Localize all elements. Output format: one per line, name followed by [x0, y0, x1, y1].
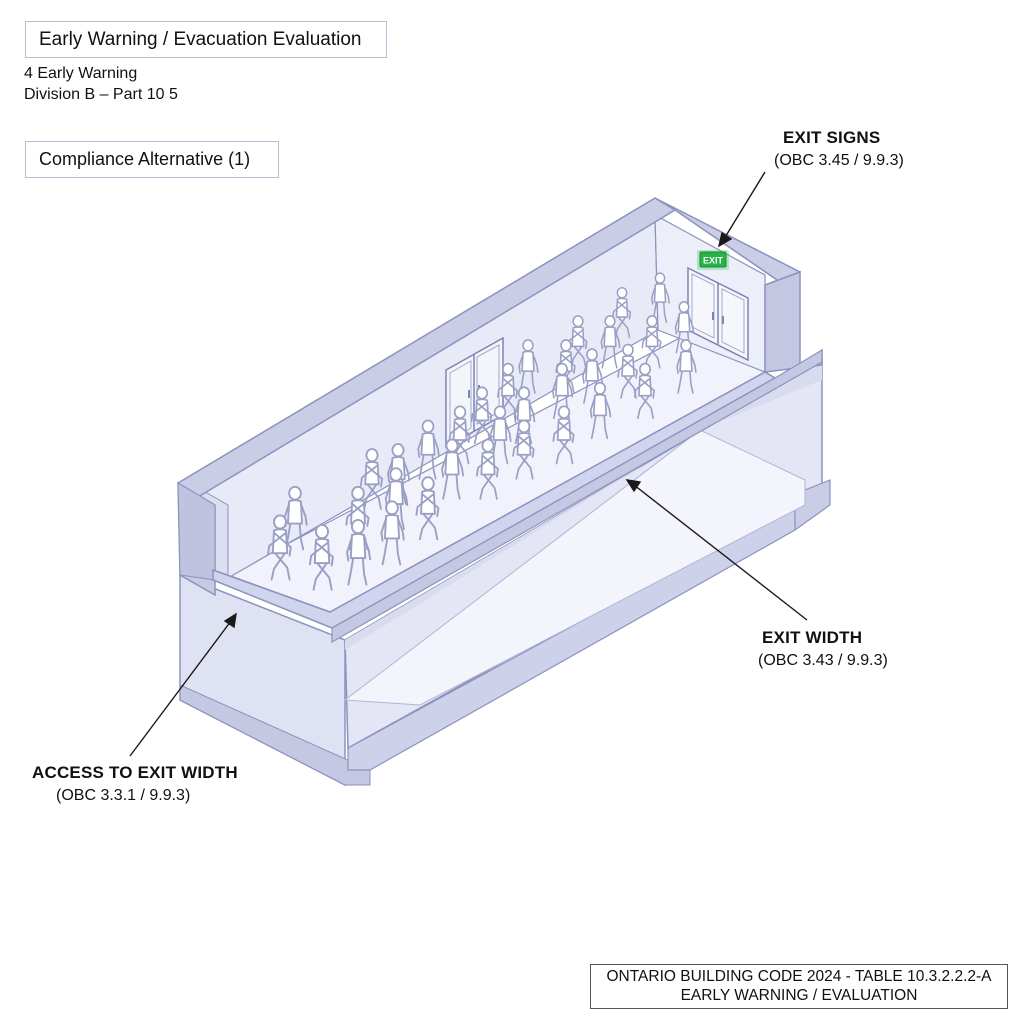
occupant-figure [676, 339, 697, 394]
occupant-figure [512, 419, 535, 480]
occupant-figure [470, 386, 493, 445]
exit-width-callout: EXIT WIDTH (OBC 3.43 / 9.9.3) [758, 628, 888, 670]
compliance-alternative-label: Compliance Alternative (1) [39, 149, 251, 169]
footer-line-2: EARLY WARNING / EVALUATION [680, 987, 918, 1004]
subtitle-line-1: 4 Early Warning [24, 65, 138, 82]
exit-sign-text: EXIT [703, 256, 724, 266]
exit-signs-heading: EXIT SIGNS [783, 128, 881, 147]
occupant-figure [346, 518, 372, 586]
exit-signs-reference: (OBC 3.45 / 9.9.3) [774, 152, 904, 169]
access-to-exit-width-reference: (OBC 3.3.1 / 9.9.3) [56, 787, 191, 804]
underpass-floor [343, 429, 806, 706]
occupant-figure [650, 272, 670, 324]
compliance-alternative-box: Compliance Alternative (1) [25, 141, 279, 178]
exit-width-reference: (OBC 3.43 / 9.9.3) [758, 652, 888, 669]
occupant-figure [641, 315, 662, 369]
exit-width-arrowhead [625, 479, 642, 493]
page-title-box: Early Warning / Evacuation Evaluation [25, 21, 387, 58]
occupant-figure [476, 438, 499, 500]
occupant-figure [617, 343, 638, 399]
occupant-figure [441, 438, 464, 500]
occupant-figure [589, 381, 612, 440]
base-bottom-face [179, 684, 371, 786]
subtitle-line-2: Division B – Part 10 5 [24, 86, 178, 103]
occupant-figure [308, 523, 334, 591]
occupant-figure [380, 500, 405, 566]
occupant-figure [359, 448, 383, 510]
access-to-exit-width-callout: ACCESS TO EXIT WIDTH (OBC 3.3.1 / 9.9.3) [32, 763, 238, 805]
exit-signs-arrowhead [717, 231, 733, 248]
exit-width-leader [633, 484, 808, 621]
occupant-figure [633, 362, 655, 419]
exit-sign: EXIT [697, 250, 729, 270]
footer-line-1: ONTARIO BUILDING CODE 2024 - TABLE 10.3.… [606, 968, 992, 985]
occupant-figure [417, 419, 440, 480]
occupant-figure [415, 476, 440, 541]
occupant-figure [611, 286, 632, 339]
occupants-group [267, 272, 697, 591]
footer-reference-box: ONTARIO BUILDING CODE 2024 - TABLE 10.3.… [590, 964, 1008, 1009]
occupant-figure [600, 315, 621, 369]
page-title: Early Warning / Evacuation Evaluation [39, 28, 362, 50]
exit-signs-leader [723, 171, 766, 240]
occupant-figure [552, 405, 575, 465]
access-width-leader [129, 620, 232, 757]
exit-width-heading: EXIT WIDTH [762, 628, 863, 647]
exit-signs-callout: EXIT SIGNS (OBC 3.45 / 9.9.3) [774, 128, 904, 170]
access-to-exit-width-heading: ACCESS TO EXIT WIDTH [32, 763, 238, 782]
front-parapet-face [331, 348, 823, 644]
occupant-figure [489, 405, 512, 465]
access-width-arrowhead [223, 612, 237, 629]
occupant-figure [267, 514, 292, 581]
